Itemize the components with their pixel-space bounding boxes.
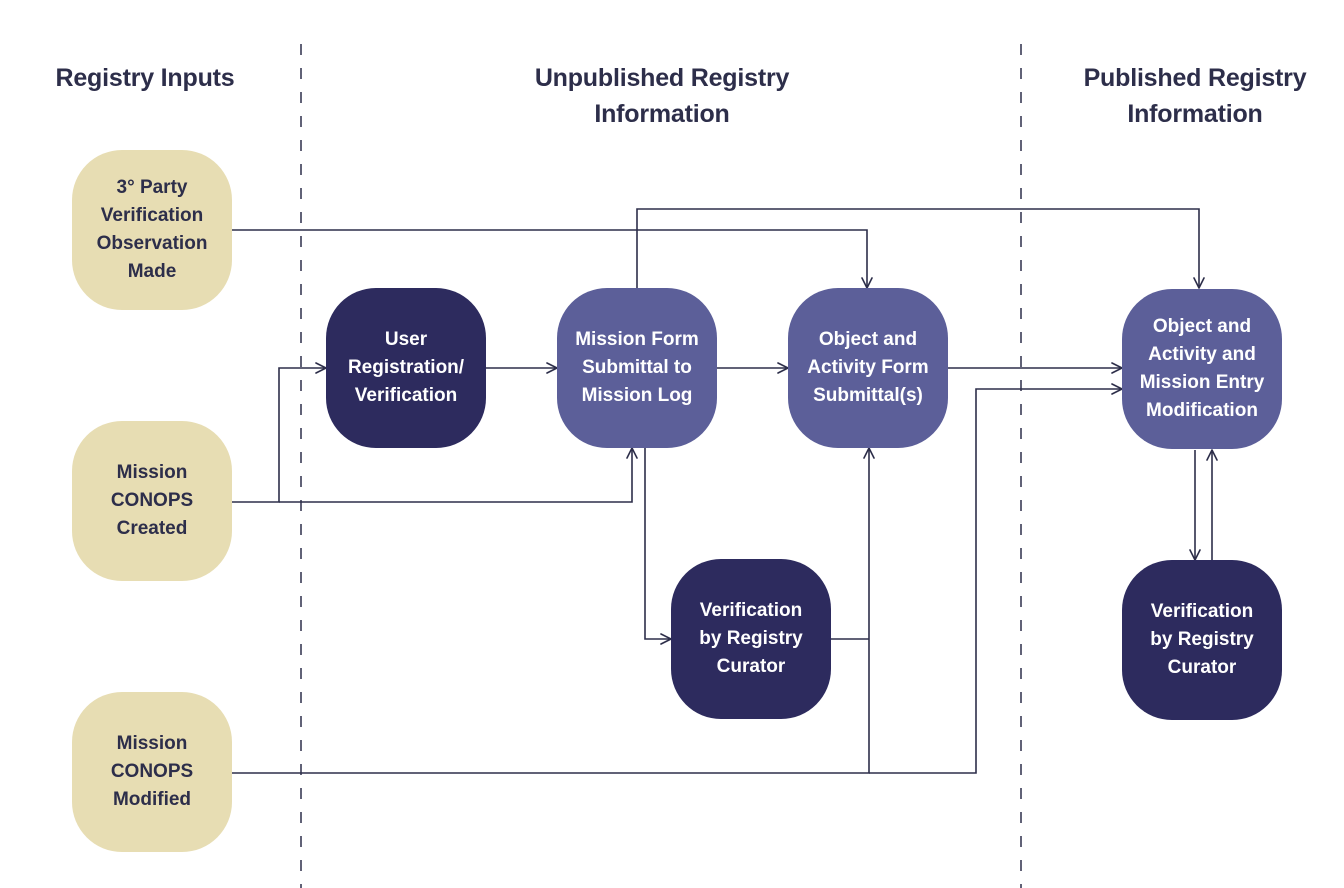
- column-heading-published: Published Registry Information: [1083, 64, 1307, 128]
- node-curator-verification-published: Verification by Registry Curator: [1122, 560, 1282, 720]
- node-label: Mission Form Submittal to Mission Log: [575, 329, 699, 406]
- node-label: Mission CONOPS Created: [110, 462, 194, 539]
- arrow-conops-created-to-user-registration: [232, 362, 327, 503]
- node-mission-conops-modified: Mission CONOPS Modified: [72, 692, 232, 852]
- arrow-mission-form-to-curator: [644, 448, 672, 645]
- node-label: User Registration/ Verification: [347, 329, 465, 406]
- node-mission-form-submittal: Mission Form Submittal to Mission Log: [557, 288, 717, 448]
- node-label: Object and Activity and Mission Entry Mo…: [1139, 316, 1265, 421]
- node-curator-verification-unpublished: Verification by Registry Curator: [671, 559, 831, 719]
- node-mission-conops-created: Mission CONOPS Created: [72, 421, 232, 581]
- node-label: Mission CONOPS Modified: [110, 733, 194, 810]
- node-third-party-verification: 3° Party Verification Observation Made: [72, 150, 232, 310]
- arrow-conops-modified-to-entry-modification: [869, 383, 1123, 774]
- arrow-conops-created-to-mission-form: [279, 447, 638, 503]
- arrow-third-party-to-object-form: [232, 229, 873, 289]
- column-heading-unpublished: Unpublished Registry Information: [534, 64, 790, 128]
- node-object-activity-form-submittal: Object and Activity Form Submittal(s): [788, 288, 948, 448]
- node-label: 3° Party Verification Observation Made: [96, 177, 208, 282]
- node-entry-modification: Object and Activity and Mission Entry Mo…: [1122, 289, 1282, 449]
- arrow-mission-form-to-entry-modification: [636, 208, 1205, 289]
- node-label: Object and Activity Form Submittal(s): [807, 329, 929, 406]
- column-heading-inputs: Registry Inputs: [55, 64, 235, 92]
- node-label: Verification by Registry Curator: [1150, 601, 1254, 678]
- node-user-registration: User Registration/ Verification: [326, 288, 486, 448]
- node-label: Verification by Registry Curator: [699, 600, 803, 677]
- column-dividers: [300, 44, 1022, 888]
